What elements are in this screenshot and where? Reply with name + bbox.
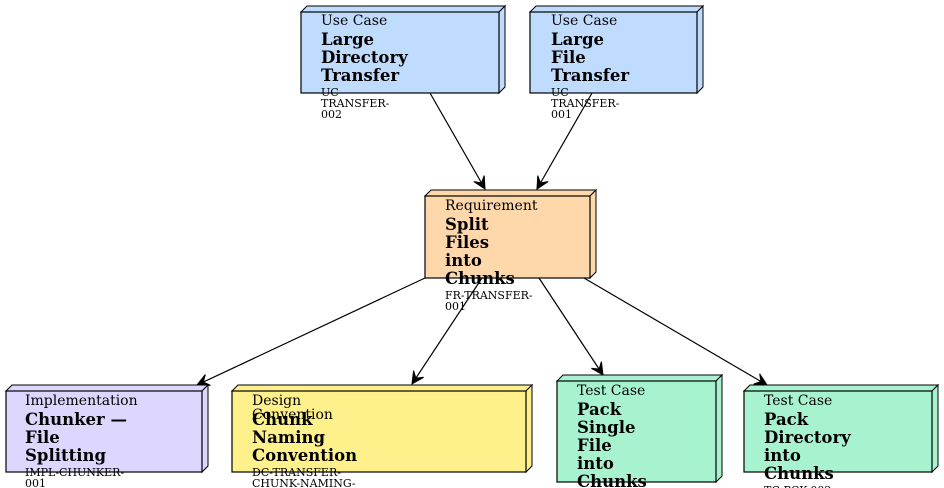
node-identifier: UC-TRANSFER-001 xyxy=(551,86,620,121)
edge-fr1-tc1 xyxy=(538,277,604,376)
edge-uc1-fr1 xyxy=(536,92,593,190)
node-kind: Use Case xyxy=(551,13,618,29)
node-title-line: Chunk Naming xyxy=(252,410,326,447)
node-title-line: Chunks xyxy=(577,472,647,488)
node-title-line: Transfer xyxy=(321,66,400,85)
node-kind: Test Case xyxy=(764,393,833,409)
node-kind: Test Case xyxy=(577,383,646,399)
arrowhead-fr1-tc1 xyxy=(591,361,604,376)
arrowhead-uc2-fr1 xyxy=(473,175,486,190)
node-front-face xyxy=(743,390,933,473)
node-title-line: Pack Single xyxy=(577,400,636,437)
node-title-line: Convention xyxy=(252,446,358,465)
node-title-line: into Chunks xyxy=(764,446,834,483)
edge-uc2-fr1 xyxy=(429,92,486,190)
edge-fr1-impl xyxy=(196,277,426,386)
node-title-line: into Chunks xyxy=(445,251,515,288)
node-front-face xyxy=(5,390,203,473)
node-front-face xyxy=(231,390,527,473)
node-title-line: Transfer xyxy=(551,66,630,85)
node-top-face xyxy=(742,384,940,392)
node-title-line: Pack Directory xyxy=(764,410,851,447)
node-identifier: TC-PCK-002 xyxy=(764,485,851,488)
node-identifier: FR-TRANSFER-001 xyxy=(445,289,533,313)
node-title-line: Large Directory xyxy=(321,30,408,67)
node-front-face xyxy=(529,11,698,94)
node-identifier: DC-TRANSFER-CHUNK-NAMING-001 xyxy=(252,466,356,488)
node-front-face xyxy=(556,380,717,483)
edge-fr1-tc2 xyxy=(583,277,768,386)
node-title-line: Large File xyxy=(551,30,605,67)
edge-fr1-dc xyxy=(411,277,483,385)
node-kind: Requirement xyxy=(445,198,538,214)
node-identifier: IMPL-CHUNKER-001 xyxy=(25,466,125,488)
node-title-line: File into xyxy=(577,436,614,473)
arrowhead-fr1-dc xyxy=(411,370,424,385)
arrowhead-uc1-fr1 xyxy=(536,175,549,190)
node-kind: Design Convention xyxy=(252,393,333,423)
node-identifier: UC-TRANSFER-002 xyxy=(321,86,390,121)
node-front-face xyxy=(300,11,500,94)
node-kind: Use Case xyxy=(321,13,388,29)
node-title-line: Chunker — File xyxy=(25,410,127,447)
arrowhead-fr1-tc2 xyxy=(753,373,768,386)
node-title-line: Splitting xyxy=(25,446,107,465)
node-front-face xyxy=(424,195,591,279)
node-side-face xyxy=(931,383,939,474)
node-title-line: Split Files xyxy=(445,215,490,252)
node-kind: Implementation xyxy=(25,393,138,409)
